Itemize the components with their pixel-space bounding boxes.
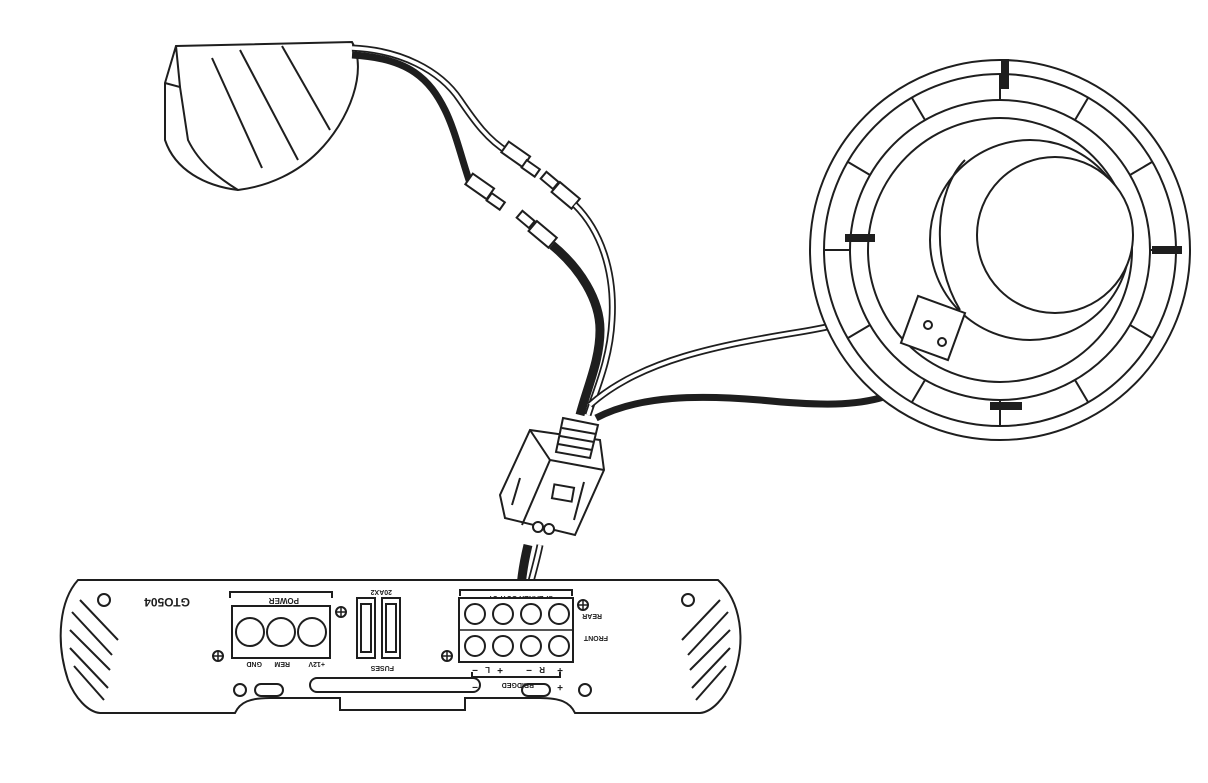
- row-label-front: FRONT: [583, 634, 608, 641]
- row-label-rear: REAR: [582, 612, 602, 619]
- terminal-label-12v: +12V: [308, 660, 325, 667]
- terminal-label-gnd: GND: [246, 660, 262, 667]
- polarity-mark: −: [526, 664, 532, 675]
- fuse-label: FUSES: [370, 664, 394, 671]
- ground-icon: [442, 651, 452, 661]
- crossover-network: [500, 418, 604, 535]
- bridged-minus: −: [472, 681, 478, 692]
- ground-icon: [336, 607, 346, 617]
- spade-connector-crossover-white: [541, 172, 580, 209]
- woofer: [810, 59, 1190, 440]
- terminal-label-rem: REM: [274, 660, 290, 667]
- fuse-rating: 20AX2: [370, 588, 392, 595]
- ground-icon: [213, 651, 223, 661]
- tweeter: [165, 42, 358, 190]
- polarity-mark: +: [497, 664, 503, 675]
- spade-connector-white: [501, 142, 540, 177]
- bridged-plus: +: [557, 681, 563, 692]
- channel-label-l: L: [485, 665, 490, 674]
- power-header: POWER: [269, 596, 299, 605]
- ground-icon: [578, 600, 588, 610]
- channel-label-r: R: [539, 665, 545, 674]
- spade-connector-crossover-black: [517, 211, 557, 248]
- model-number: GTO504: [144, 595, 190, 609]
- bridged-label: BRIDGED: [502, 681, 534, 688]
- spade-connector-black: [465, 174, 505, 210]
- amplifier: GTO504 POWER GND REM +12V 20AX: [61, 580, 741, 713]
- tweeter-wires: [352, 48, 508, 183]
